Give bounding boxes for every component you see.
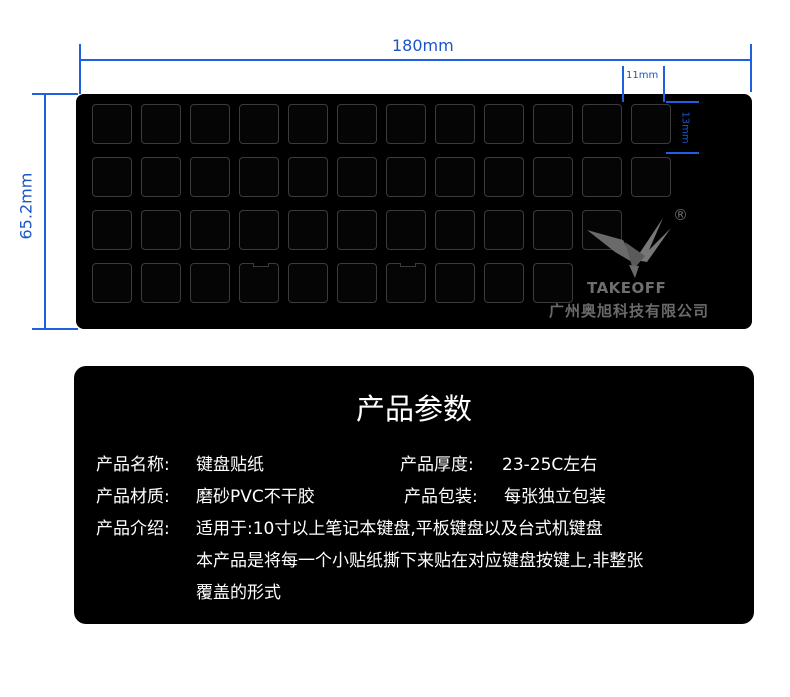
company-name: 广州奥旭科技有限公司 [549,302,710,320]
key-sticker [190,104,230,144]
key-sticker [435,210,475,250]
key-width-right-tick [663,66,665,102]
width-dimension-label: 180mm [392,36,454,55]
height-dimension-bottom-tick [32,328,78,330]
key-sticker [533,104,573,144]
key-sticker [239,157,279,197]
key-sticker [484,104,524,144]
key-sticker [484,157,524,197]
panel-title: 产品参数 [355,392,472,426]
key-height-label: 13mm [679,111,691,144]
product-name-value: 键盘贴纸 [196,455,264,475]
key-sticker [533,210,573,250]
key-sticker [239,263,279,303]
key-width-label: 11mm [626,70,659,81]
product-intro-label: 产品介绍: [96,519,170,539]
key-sticker [190,263,230,303]
registered-mark: ® [673,206,688,224]
brand-logo: ® TAKEOFF 广州奥旭科技有限公司 [545,205,745,325]
key-sticker [631,104,671,144]
product-material-label: 产品材质: [96,487,170,507]
product-intro-line-1: 适用于:10寸以上笔记本键盘,平板键盘以及台式机键盘 [196,519,603,539]
key-notch [400,263,416,267]
product-thickness-label: 产品厚度: [400,455,474,475]
product-thickness-value: 23-25C左右 [502,455,598,475]
product-material-value: 磨砂PVC不干胶 [196,487,315,507]
key-sticker [631,157,671,197]
height-dimension-top-tick [32,93,78,95]
key-sticker [141,263,181,303]
product-packaging-value: 每张独立包装 [504,487,606,507]
key-sticker [337,263,377,303]
key-height-bottom-tick [666,152,699,154]
key-sticker [141,104,181,144]
key-sticker [484,263,524,303]
key-sticker [288,210,328,250]
key-sticker [386,157,426,197]
width-dimension-left-tick [79,44,81,94]
key-sticker [141,210,181,250]
key-sticker [533,263,573,303]
product-info-panel: 产品参数 产品名称: 键盘贴纸 产品厚度: 23-25C左右 产品材质: 磨砂P… [74,366,754,624]
product-intro-line-3: 覆盖的形式 [196,583,281,603]
key-sticker [435,263,475,303]
key-sticker [239,210,279,250]
key-sticker [484,210,524,250]
key-height-top-tick [666,101,699,103]
key-sticker [288,263,328,303]
key-sticker [533,157,573,197]
key-sticker [337,210,377,250]
width-dimension-right-tick [750,44,752,92]
key-sticker [190,210,230,250]
key-sticker [288,104,328,144]
key-sticker [337,157,377,197]
width-dimension-line [80,59,752,61]
key-notch [253,263,269,267]
key-sticker [92,104,132,144]
key-sticker [190,157,230,197]
key-sticker [288,157,328,197]
height-dimension-label: 65.2mm [16,172,36,240]
key-sticker [386,210,426,250]
key-sticker [582,104,622,144]
key-width-left-tick [622,66,624,102]
key-sticker [435,157,475,197]
key-sticker [386,104,426,144]
key-sticker [582,210,622,250]
key-sticker [435,104,475,144]
sticker-sheet: ® TAKEOFF 广州奥旭科技有限公司 [76,94,752,329]
height-dimension-line [44,94,46,329]
product-name-label: 产品名称: [96,455,170,475]
key-sticker [239,104,279,144]
key-sticker [582,157,622,197]
key-sticker [386,263,426,303]
product-packaging-label: 产品包装: [404,487,478,507]
brand-name: TAKEOFF [587,279,667,297]
key-sticker [337,104,377,144]
key-sticker [92,210,132,250]
bird-logo-icon [587,218,671,278]
key-sticker [92,157,132,197]
key-sticker [92,263,132,303]
product-intro-line-2: 本产品是将每一个小贴纸撕下来贴在对应键盘按键上,非整张 [196,551,644,571]
key-sticker [141,157,181,197]
